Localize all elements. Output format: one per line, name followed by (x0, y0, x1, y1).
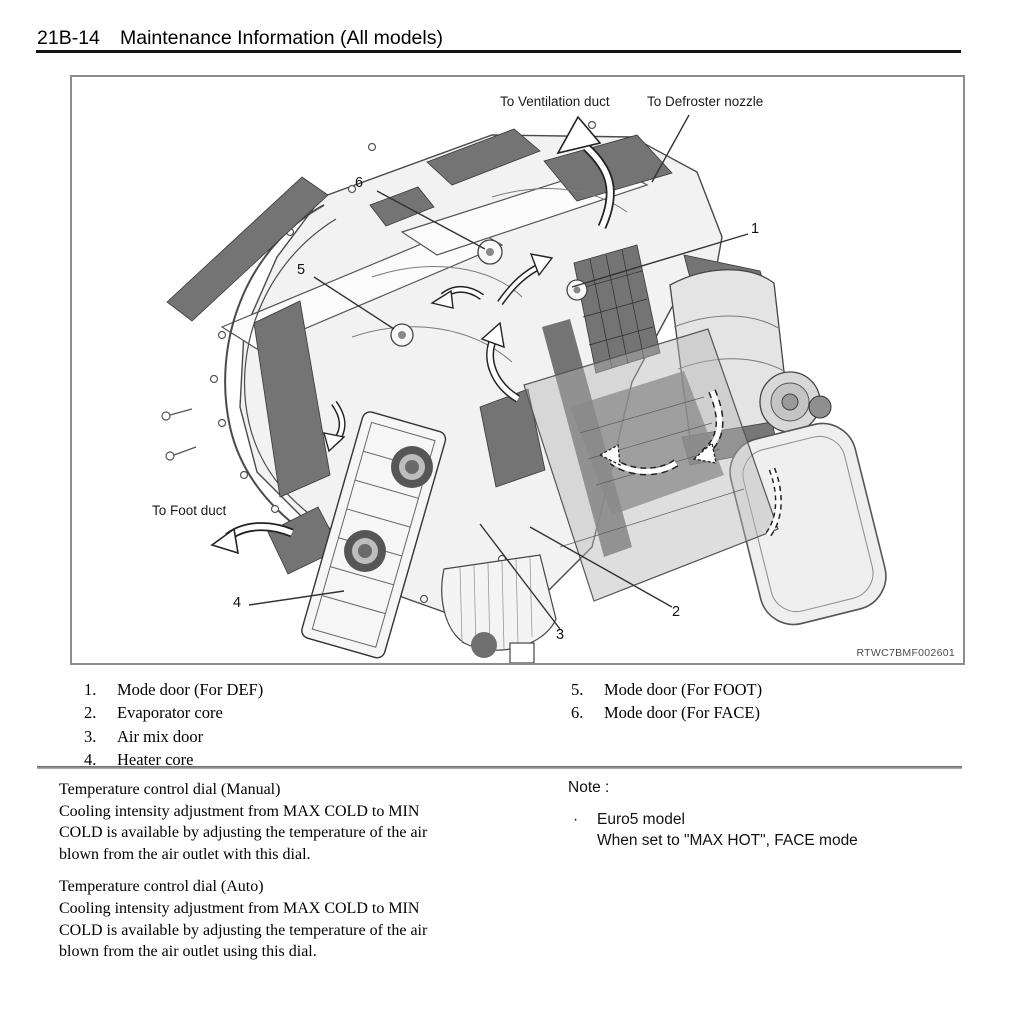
section-title: Temperature control dial (Manual) (59, 781, 281, 798)
page-title: Maintenance Information (All models) (120, 27, 443, 49)
figure-reference-code: RTWC7BMF002601 (856, 647, 955, 659)
section-temperature-control-manual: Temperature control dial (Manual) Coolin… (59, 779, 541, 865)
legend-item: 6. Mode door (For FACE) (571, 701, 762, 724)
legend-label: Mode door (For FACE) (604, 703, 760, 723)
legend-number: 2. (84, 703, 97, 723)
callout-6: 6 (355, 175, 364, 191)
legend-number: 5. (571, 680, 584, 699)
legend-item: 3. Air mix door (84, 725, 263, 748)
legend-item: 5. Mode door (For FOOT) (571, 678, 762, 701)
header-rule (36, 50, 961, 53)
callout-5: 5 (297, 262, 306, 278)
note-item: · Euro5 model When set to "MAX HOT", FAC… (568, 809, 968, 851)
legend-item: 2. Evaporator core (84, 701, 263, 724)
legend-number: 3. (84, 726, 97, 746)
figure-legend-left: 1.Mode door (For DEF) 2.Evaporator core … (84, 678, 263, 772)
note-text: Euro5 model When set to "MAX HOT", FACE … (597, 811, 858, 849)
section-temperature-control-auto: Temperature control dial (Auto) Cooling … (59, 876, 541, 962)
hvac-figure-frame: To Ventilation duct To Defroster nozzle … (70, 75, 965, 665)
callout-3: 3 (556, 627, 565, 643)
section-title: Temperature control dial (Auto) (59, 878, 264, 896)
legend-label: Mode door (For FOOT) (604, 680, 763, 699)
figure-legend-right: 5. Mode door (For FOOT) 6. Mode door (For … (571, 678, 762, 725)
note-block: Note : · Euro5 model When set to "MAX HO… (568, 779, 968, 851)
note-heading: Note : (568, 779, 610, 796)
label-foot-duct: To Foot duct (152, 503, 227, 518)
callout-4: 4 (233, 595, 242, 611)
hvac-diagram (161, 114, 887, 663)
section-body: Cooling intensity adjustment from MAX CO… (59, 899, 428, 961)
callout-1: 1 (751, 221, 760, 237)
legend-number: 1. (84, 680, 97, 699)
legend-label: Evaporator core (117, 703, 223, 723)
section-body: Cooling intensity adjustment from MAX CO… (59, 802, 428, 863)
callout-2: 2 (672, 604, 681, 620)
legend-item: 4. Heater core (84, 748, 263, 771)
label-defroster-nozzle: To Defroster nozzle (647, 94, 764, 109)
bullet-icon: · (573, 811, 579, 828)
legend-number: 6. (571, 703, 584, 723)
legend-label: Mode door (For DEF) (117, 680, 264, 699)
text-sections: Temperature control dial (Manual) Coolin… (59, 779, 541, 974)
legend-label: Heater core (117, 750, 194, 770)
legend-label: Air mix door (117, 726, 204, 746)
section-divider-rule (37, 766, 962, 769)
legend-item: 1. Mode door (For DEF) (84, 678, 263, 701)
legend-number: 4. (84, 750, 97, 770)
page-number: 21B-14 (37, 27, 100, 49)
label-ventilation-duct: To Ventilation duct (500, 94, 610, 109)
